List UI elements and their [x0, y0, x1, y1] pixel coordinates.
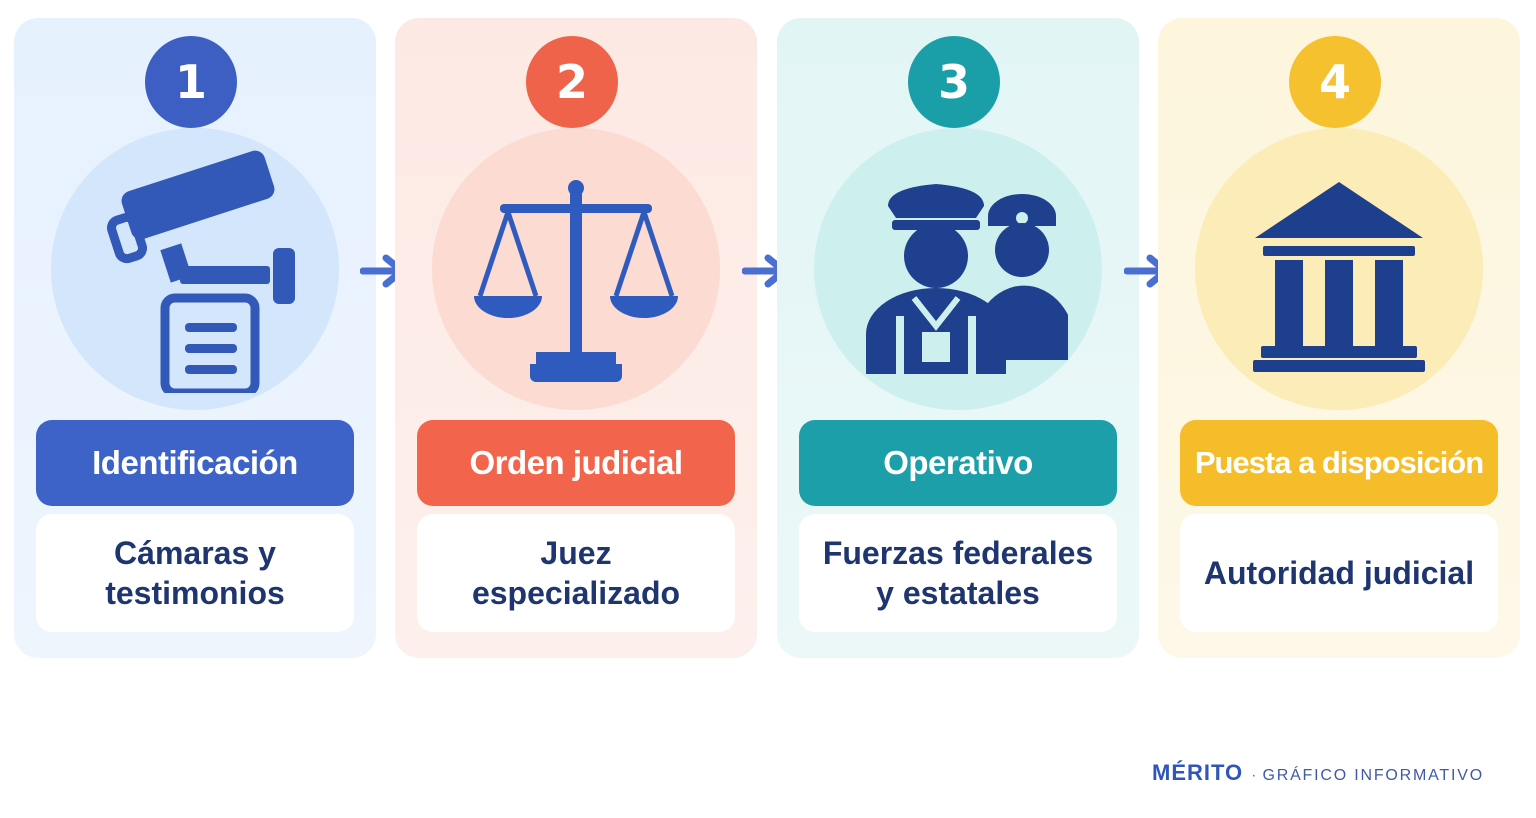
step-card-1: 1 Identificación Cámaras y testimonios: [14, 18, 376, 658]
police-officers-icon: [866, 184, 1068, 376]
scales-of-justice-icon: [474, 180, 678, 382]
step-description: Cámaras y testimonios: [36, 514, 354, 632]
footer-subtitle: GRÁFICO INFORMATIVO: [1262, 767, 1484, 784]
step-number-badge: 3: [908, 36, 1000, 128]
camera-document-icon: [106, 150, 295, 393]
step-card-2: 2 Orden judicial Juez especializado: [395, 18, 757, 658]
courthouse-icon: [1253, 182, 1425, 372]
footer-credit: MÉRITO · GRÁFICO INFORMATIVO: [1152, 760, 1484, 786]
step-number-badge: 1: [145, 36, 237, 128]
separator: ·: [1251, 767, 1257, 784]
step-number-badge: 4: [1289, 36, 1381, 128]
step-card-4: 4 Puesta a disposición Autoridad judicia…: [1158, 18, 1520, 658]
step-title: Identificación: [36, 420, 354, 506]
brand-name: MÉRITO: [1152, 760, 1244, 785]
step-description: Juez especializado: [417, 514, 735, 632]
step-number-badge: 2: [526, 36, 618, 128]
step-card-3: 3 Operativo Fuerzas federales y estatale…: [777, 18, 1139, 658]
step-title: Puesta a disposición: [1180, 420, 1498, 506]
step-title: Orden judicial: [417, 420, 735, 506]
step-description: Autoridad judicial: [1180, 514, 1498, 632]
step-description: Fuerzas federales y estatales: [799, 514, 1117, 632]
step-title: Operativo: [799, 420, 1117, 506]
